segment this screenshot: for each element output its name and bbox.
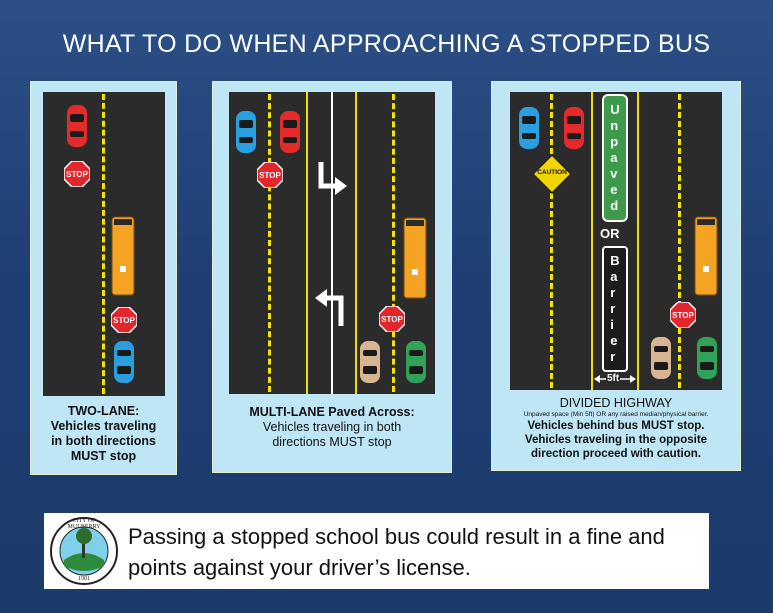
divided-note: Unpaved space (Min 5ft) OR any raised me… <box>523 411 709 418</box>
caption-line: Vehicles traveling in both <box>262 420 402 434</box>
bus-stop-arm: STOP <box>670 302 696 328</box>
multi-lane-heading: MULTI-LANE Paved Across: <box>249 405 415 419</box>
two-lane-panel: STOP STOP TWO-LANE: Vehicles traveling i… <box>30 81 177 475</box>
school-bus <box>403 217 427 299</box>
school-bus <box>111 216 135 296</box>
median-letter: n <box>610 118 619 133</box>
divided-caption: DIVIDED HIGHWAY Unpaved space (Min 5ft) … <box>492 396 740 461</box>
notice-box: CITY OF MULBERRY 1901 Passing a stopped … <box>44 513 709 589</box>
stop-sign: STOP <box>257 162 283 188</box>
seal-text: CITY OF MULBERRY <box>67 518 101 530</box>
median-letter: v <box>610 166 618 181</box>
blue-car <box>519 107 539 149</box>
stop-sign-label: STOP <box>381 314 403 324</box>
multi-lane-caption: MULTI-LANE Paved Across: Vehicles travel… <box>213 405 451 450</box>
stop-sign: STOP <box>64 161 90 187</box>
lane-line <box>678 94 681 388</box>
median-or-label: OR <box>600 226 620 241</box>
width-label: 5ft <box>606 373 621 384</box>
caption-line: Vehicles traveling <box>50 419 157 433</box>
center-line-left <box>306 92 308 394</box>
multi-lane-panel: STOP STOP MULTI-LANE Paved Across: Vehic… <box>212 81 452 473</box>
bus-stop-arm: STOP <box>379 306 405 332</box>
stop-sign-label: STOP <box>66 169 88 179</box>
notice-text: Passing a stopped school bus could resul… <box>128 524 665 580</box>
stop-sign-label: STOP <box>113 315 135 325</box>
edge-line-left <box>591 92 593 390</box>
red-car <box>564 107 584 149</box>
turn-arrow-down-icon <box>318 162 347 195</box>
median-letter: e <box>610 333 618 348</box>
median-letter: r <box>610 349 616 364</box>
caution-sign: CAUTION <box>531 153 573 195</box>
green-car <box>697 337 717 379</box>
caption-line: direction proceed with caution. <box>531 448 701 460</box>
turn-arrow-up-icon <box>315 289 344 326</box>
median-letter: e <box>610 182 618 197</box>
city-seal-logo: CITY OF MULBERRY 1901 <box>48 516 120 586</box>
median-letter: d <box>610 198 619 213</box>
edge-line-right <box>637 92 639 390</box>
caption-line: in both directions <box>51 434 156 448</box>
caption-line: Vehicles traveling in the opposite <box>524 434 708 446</box>
blue-car <box>236 111 256 153</box>
bus-stop-arm: STOP <box>111 307 137 333</box>
school-bus <box>694 216 718 296</box>
median-letter: r <box>610 285 616 300</box>
caution-sign-label: CAUTION <box>537 169 567 176</box>
caption-line: directions MUST stop <box>272 435 392 449</box>
center-line <box>102 94 105 394</box>
divided-heading: DIVIDED HIGHWAY <box>559 396 673 410</box>
lane-line <box>392 94 395 392</box>
blue-car <box>114 341 134 383</box>
median-letter: p <box>610 134 619 149</box>
center-line-right <box>355 92 357 394</box>
stop-sign-label: STOP <box>672 310 694 320</box>
median-letter: U <box>610 102 620 117</box>
green-car <box>406 341 426 383</box>
caption-line: MUST stop <box>70 449 137 463</box>
center-line-mid <box>331 92 333 394</box>
tan-car <box>360 341 380 383</box>
median-letter: a <box>610 150 618 165</box>
stop-sign-label: STOP <box>259 170 281 180</box>
seal-year: 1901 <box>78 576 90 582</box>
median-letter: i <box>610 317 614 332</box>
median-letter: B <box>610 253 620 268</box>
red-car <box>67 105 87 147</box>
two-lane-caption: TWO-LANE: Vehicles traveling in both dir… <box>31 404 176 464</box>
page-title: WHAT TO DO WHEN APPROACHING A STOPPED BU… <box>62 30 711 58</box>
median-letter: a <box>610 269 618 284</box>
two-lane-heading: TWO-LANE: <box>67 404 140 418</box>
lane-line <box>268 94 271 392</box>
lane-line <box>550 94 553 388</box>
caption-line: Vehicles behind bus MUST stop. <box>527 420 705 432</box>
red-car <box>280 111 300 153</box>
tan-car <box>651 337 671 379</box>
median-letter: r <box>610 301 616 316</box>
